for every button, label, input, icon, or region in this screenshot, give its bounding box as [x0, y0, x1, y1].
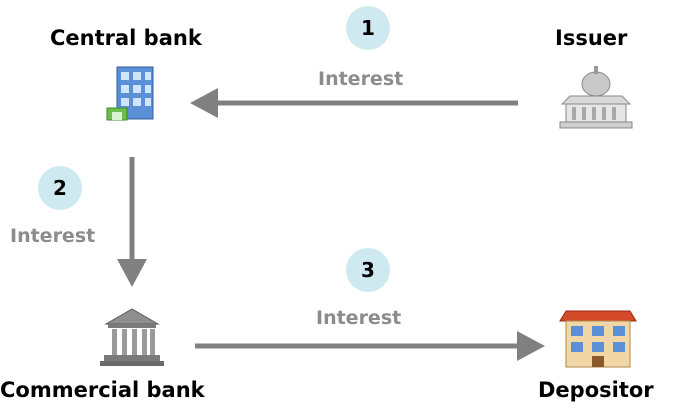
step-badge-3: 3	[346, 248, 390, 292]
flow-label-3: Interest	[316, 307, 402, 329]
arrow-commercial-bank-to-depositor	[195, 331, 545, 361]
government-building-icon	[559, 66, 633, 129]
arrow-central-bank-to-commercial-bank	[117, 157, 147, 287]
central-bank-label: Central bank	[50, 26, 202, 50]
flow-label-1: Interest	[318, 68, 404, 90]
house-icon	[559, 310, 637, 368]
depositor-label: Depositor	[538, 378, 654, 402]
issuer-label: Issuer	[555, 26, 628, 50]
arrow-issuer-to-central-bank	[190, 88, 518, 118]
flow-label-2: Interest	[10, 225, 96, 247]
commercial-bank-label: Commercial bank	[0, 378, 205, 402]
bank-icon	[100, 308, 164, 366]
step-badge-2: 2	[38, 166, 82, 210]
office-building-icon	[106, 66, 154, 121]
step-badge-1: 1	[346, 6, 390, 50]
